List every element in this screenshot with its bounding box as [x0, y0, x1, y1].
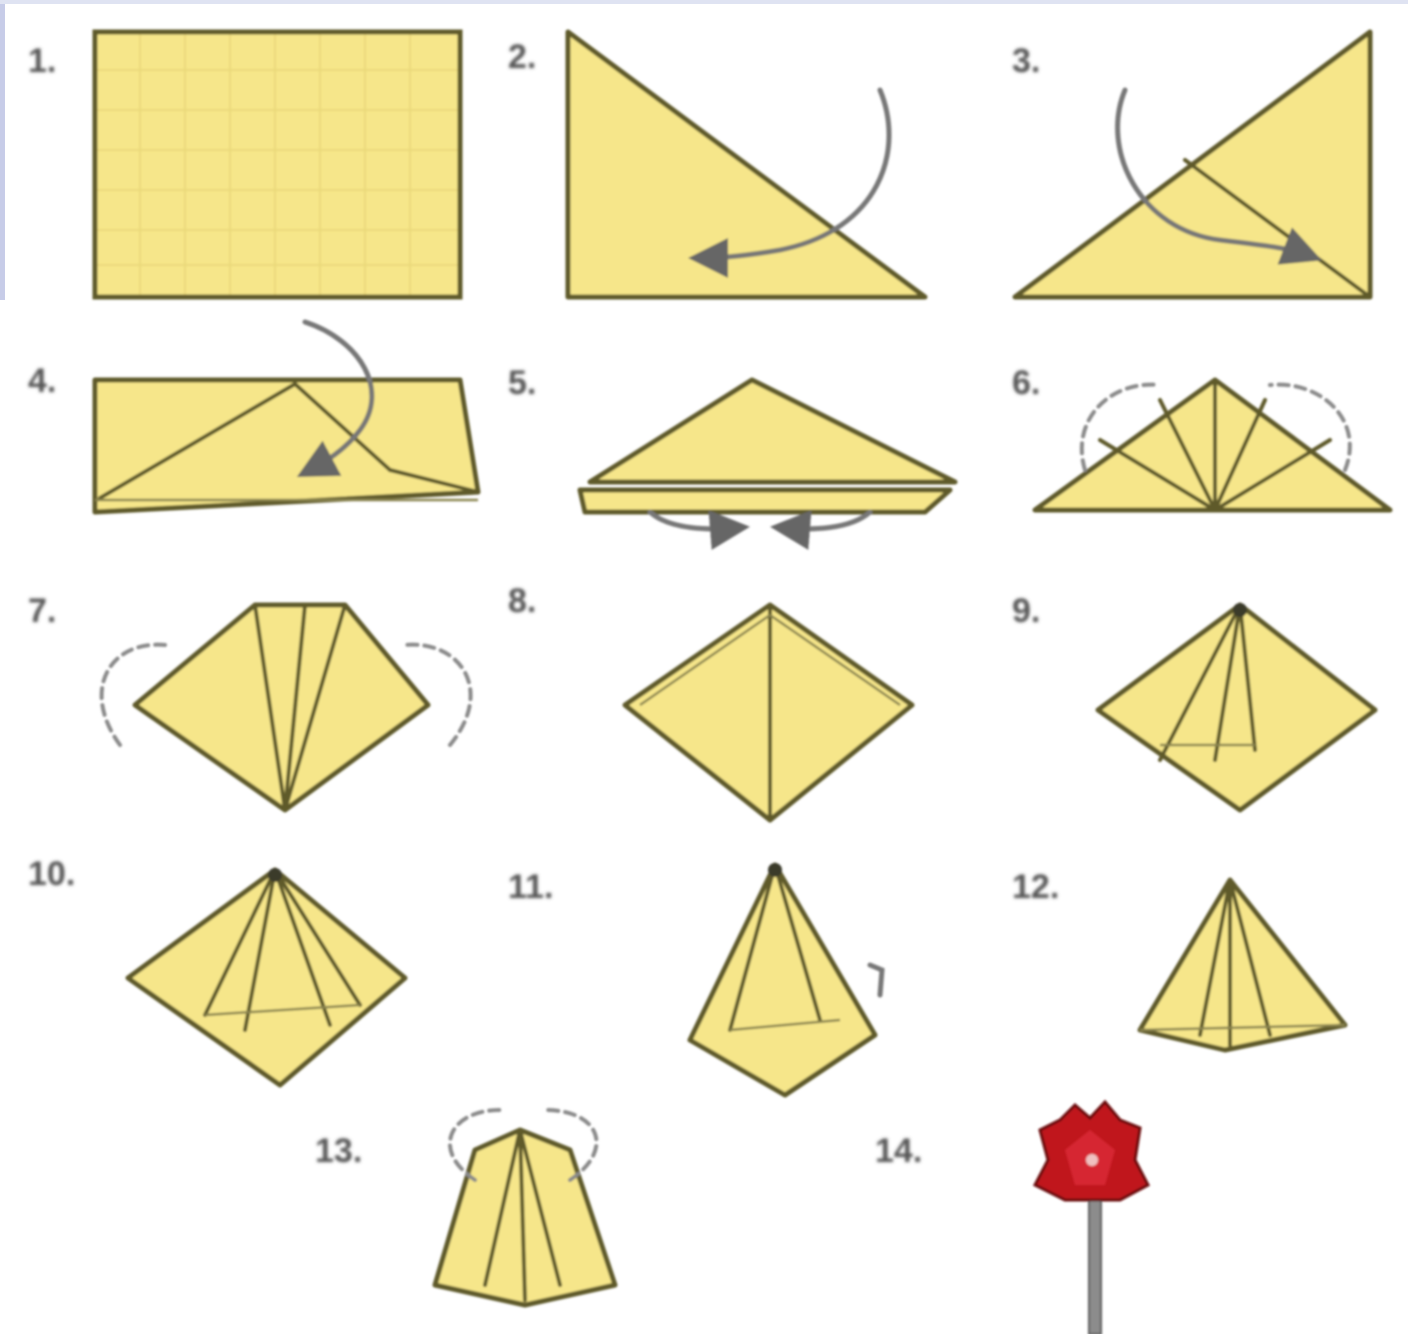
fold-arrow [447, 1108, 502, 1182]
step-label: 3. [1012, 42, 1040, 80]
step-1: 1. [28, 29, 463, 300]
step-label: 12. [1012, 868, 1059, 906]
fold-arrow [1268, 382, 1352, 472]
step-label: 6. [1012, 364, 1040, 402]
square-paper [92, 29, 463, 300]
fold-arrow [296, 319, 375, 478]
step-label: 2. [508, 38, 536, 76]
diamond-paper [125, 867, 408, 1088]
step-label: 1. [28, 42, 56, 80]
step-label: 10. [28, 855, 75, 893]
kite-paper [687, 862, 878, 1098]
step-14: 14. [875, 1099, 1151, 1334]
step-4: 4. [28, 319, 481, 515]
base-layer [577, 487, 953, 515]
step-6: 6. [1012, 364, 1393, 513]
step-label: 8. [508, 582, 536, 620]
step-9: 9. [1012, 592, 1378, 813]
fold-arrow [543, 1108, 599, 1182]
paper-grid [95, 32, 460, 297]
step-label: 13. [315, 1132, 362, 1170]
diamond-paper [1095, 602, 1378, 813]
step-5: 5. [508, 364, 958, 550]
fold-arrow [688, 87, 892, 278]
step-label: 4. [28, 362, 56, 400]
fold-arrow [1079, 382, 1162, 472]
step-2: 2. [508, 29, 928, 300]
bell-paper [432, 1127, 618, 1308]
step-11: 11. [508, 862, 885, 1098]
fold-arrow [403, 642, 473, 747]
step-label: 9. [1012, 592, 1040, 630]
step-label: 14. [875, 1132, 922, 1170]
step-7: 7. [28, 592, 473, 813]
step-label: 5. [508, 364, 536, 402]
step-13: 13. [315, 1108, 618, 1308]
step-12: 12. [1012, 868, 1348, 1053]
step-3: 3. [1012, 29, 1373, 300]
step-8: 8. [508, 582, 915, 823]
flower-stem [1088, 1184, 1102, 1334]
step-10: 10. [28, 855, 408, 1088]
triangle-paper [587, 377, 958, 485]
triangle-paper [1032, 377, 1393, 513]
fold-arrow [1115, 87, 1322, 265]
kite-paper [132, 602, 431, 813]
folded-paper [92, 377, 481, 515]
step-label: 7. [28, 592, 56, 630]
fold-arrow [99, 642, 167, 747]
step-label: 11. [508, 868, 553, 906]
